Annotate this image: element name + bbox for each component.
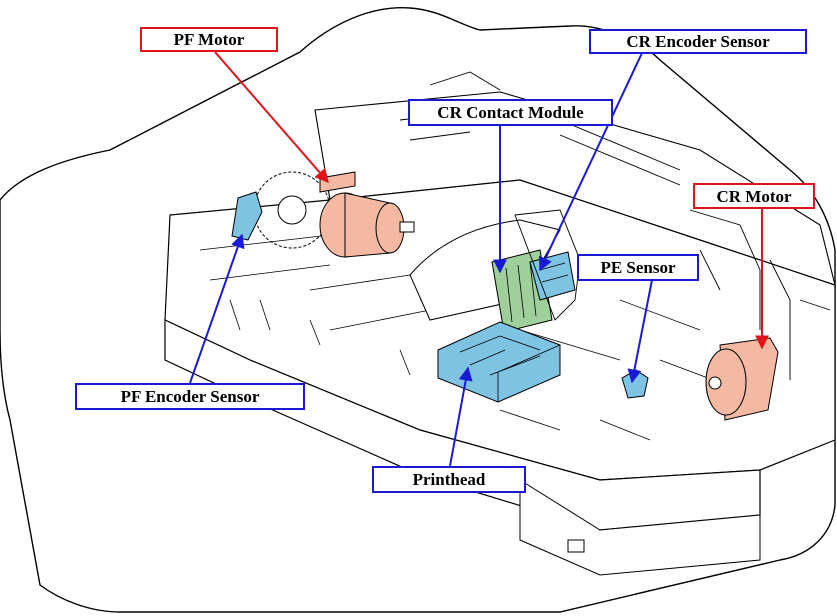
cr-motor (705, 337, 779, 421)
foot-block (567, 539, 585, 553)
pe-sensor-label: PE Sensor (577, 254, 699, 281)
pe-sensor-arrow (627, 279, 653, 384)
right-frame-details (689, 209, 831, 380)
printhead-arrow (449, 366, 473, 467)
cr-encoder-sensor-arrow (539, 52, 643, 272)
cr-contact-module-label: CR Contact Module (408, 99, 613, 126)
cr-encoder-sensor-label: CR Encoder Sensor (589, 29, 807, 54)
pf-gear-hub (277, 195, 307, 225)
pf-encoder-sensor-arrow (189, 233, 245, 384)
printhead-part (437, 321, 561, 403)
printhead-label: Printhead (372, 466, 526, 493)
pf-motor-label: PF Motor (140, 27, 278, 52)
pf-motor (319, 171, 415, 258)
cr-motor-label: CR Motor (693, 183, 815, 209)
pf-motor-arrow (214, 51, 329, 184)
pf-encoder-sensor-label: PF Encoder Sensor (75, 383, 305, 410)
pf-encoder-sensor-part (231, 191, 263, 241)
